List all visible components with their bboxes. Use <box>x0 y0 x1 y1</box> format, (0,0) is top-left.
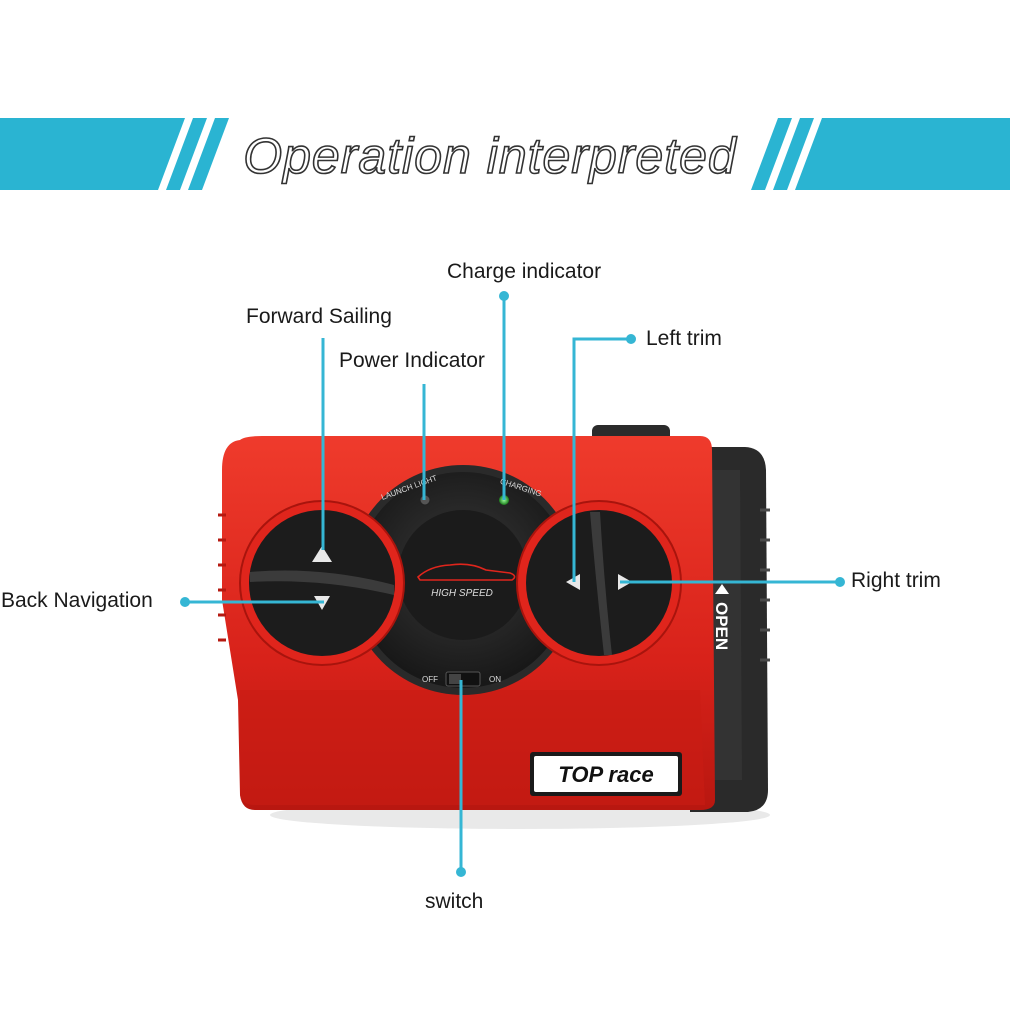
open-text: OPEN <box>712 602 731 650</box>
forward-arrow-icon[interactable] <box>312 546 332 562</box>
right-trim-label: Right trim <box>851 569 941 592</box>
power-indicator-label: Power Indicator <box>339 349 485 372</box>
callout-lefttrim-line <box>572 337 631 582</box>
center-dial-inner <box>398 510 528 640</box>
off-text: OFF <box>422 675 438 684</box>
banner-slash-left-1 <box>166 118 207 190</box>
brand-badge-inner <box>534 756 678 792</box>
open-arrow-icon <box>715 584 729 594</box>
left-trim-label: Left trim <box>646 327 722 350</box>
on-text: ON <box>489 675 501 684</box>
banner-slash-right-1 <box>751 118 792 190</box>
left-knob-divider <box>250 570 394 595</box>
banner-stripe-right <box>795 118 1010 190</box>
power-switch-knob <box>449 674 461 684</box>
callout-dots <box>180 291 845 877</box>
brand-logo-text: TOP race <box>558 762 653 787</box>
right-knob-divider <box>590 512 612 655</box>
back-navigation-label: Back Navigation <box>1 589 153 612</box>
high-speed-text: HIGH SPEED <box>431 588 493 599</box>
charge-indicator-label: Charge indicator <box>447 260 602 283</box>
battery-cover-label: OPEN <box>712 584 731 650</box>
banner-slash-right-2 <box>773 118 814 190</box>
grip-ridges <box>218 513 226 642</box>
switch-label: switch <box>425 890 484 913</box>
banner-stripe-left <box>0 118 185 190</box>
banner-title: Operation interpreted <box>243 128 738 184</box>
forward-sailing-label: Forward Sailing <box>246 305 392 328</box>
side-panel-ridges <box>760 508 770 662</box>
car-logo-icon <box>416 563 516 581</box>
banner-slash-left-2 <box>188 118 229 190</box>
side-panel-inner <box>705 470 742 780</box>
callout-lines <box>185 296 840 872</box>
